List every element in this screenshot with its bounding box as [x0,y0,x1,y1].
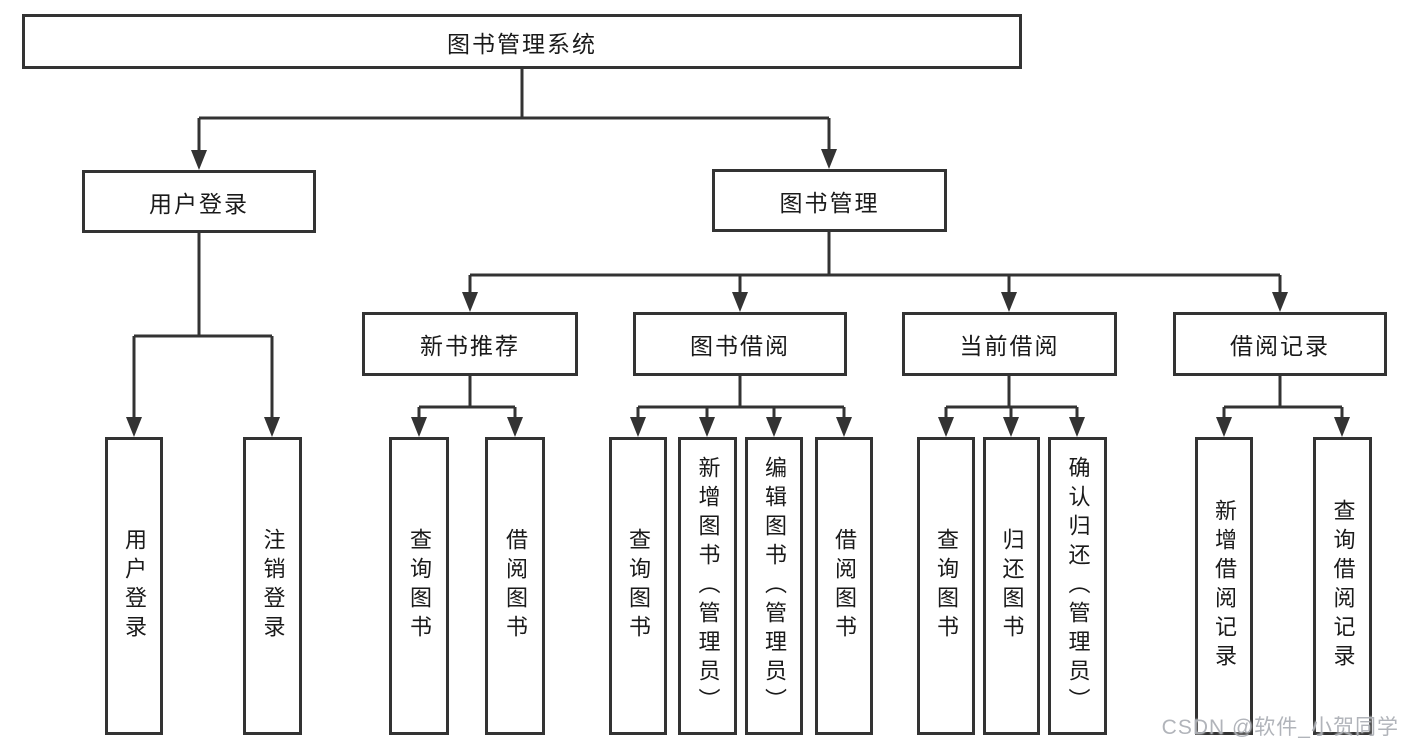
leaf-borrow-books-newbook: 借阅图书 [485,437,545,735]
leaf-query-books-newbook: 查询图书 [389,437,449,735]
node-book-borrow: 图书借阅 [633,312,847,376]
leaf-query-books-borrow: 查询图书 [609,437,667,735]
node-user-login: 用户登录 [82,170,316,233]
node-current-borrow: 当前借阅 [902,312,1117,376]
leaf-logout: 注销登录 [243,437,302,735]
leaf-return-book: 归还图书 [983,437,1040,735]
csdn-watermark: CSDN @软件_小贺同学 [1161,716,1399,739]
node-library-system: 图书管理系统 [22,14,1022,69]
node-new-book-recommend: 新书推荐 [362,312,578,376]
leaf-confirm-return-admin: 确认归还（管理员） [1048,437,1107,735]
leaf-add-borrow-record: 新增借阅记录 [1195,437,1253,735]
leaf-add-book-admin: 新增图书（管理员） [678,437,737,735]
leaf-borrow-books: 借阅图书 [815,437,873,735]
leaf-edit-book-admin: 编辑图书（管理员） [745,437,803,735]
leaf-query-books-current: 查询图书 [917,437,975,735]
leaf-query-borrow-record: 查询借阅记录 [1313,437,1372,735]
node-book-management: 图书管理 [712,169,947,232]
node-borrow-records: 借阅记录 [1173,312,1387,376]
leaf-user-login: 用户登录 [105,437,163,735]
